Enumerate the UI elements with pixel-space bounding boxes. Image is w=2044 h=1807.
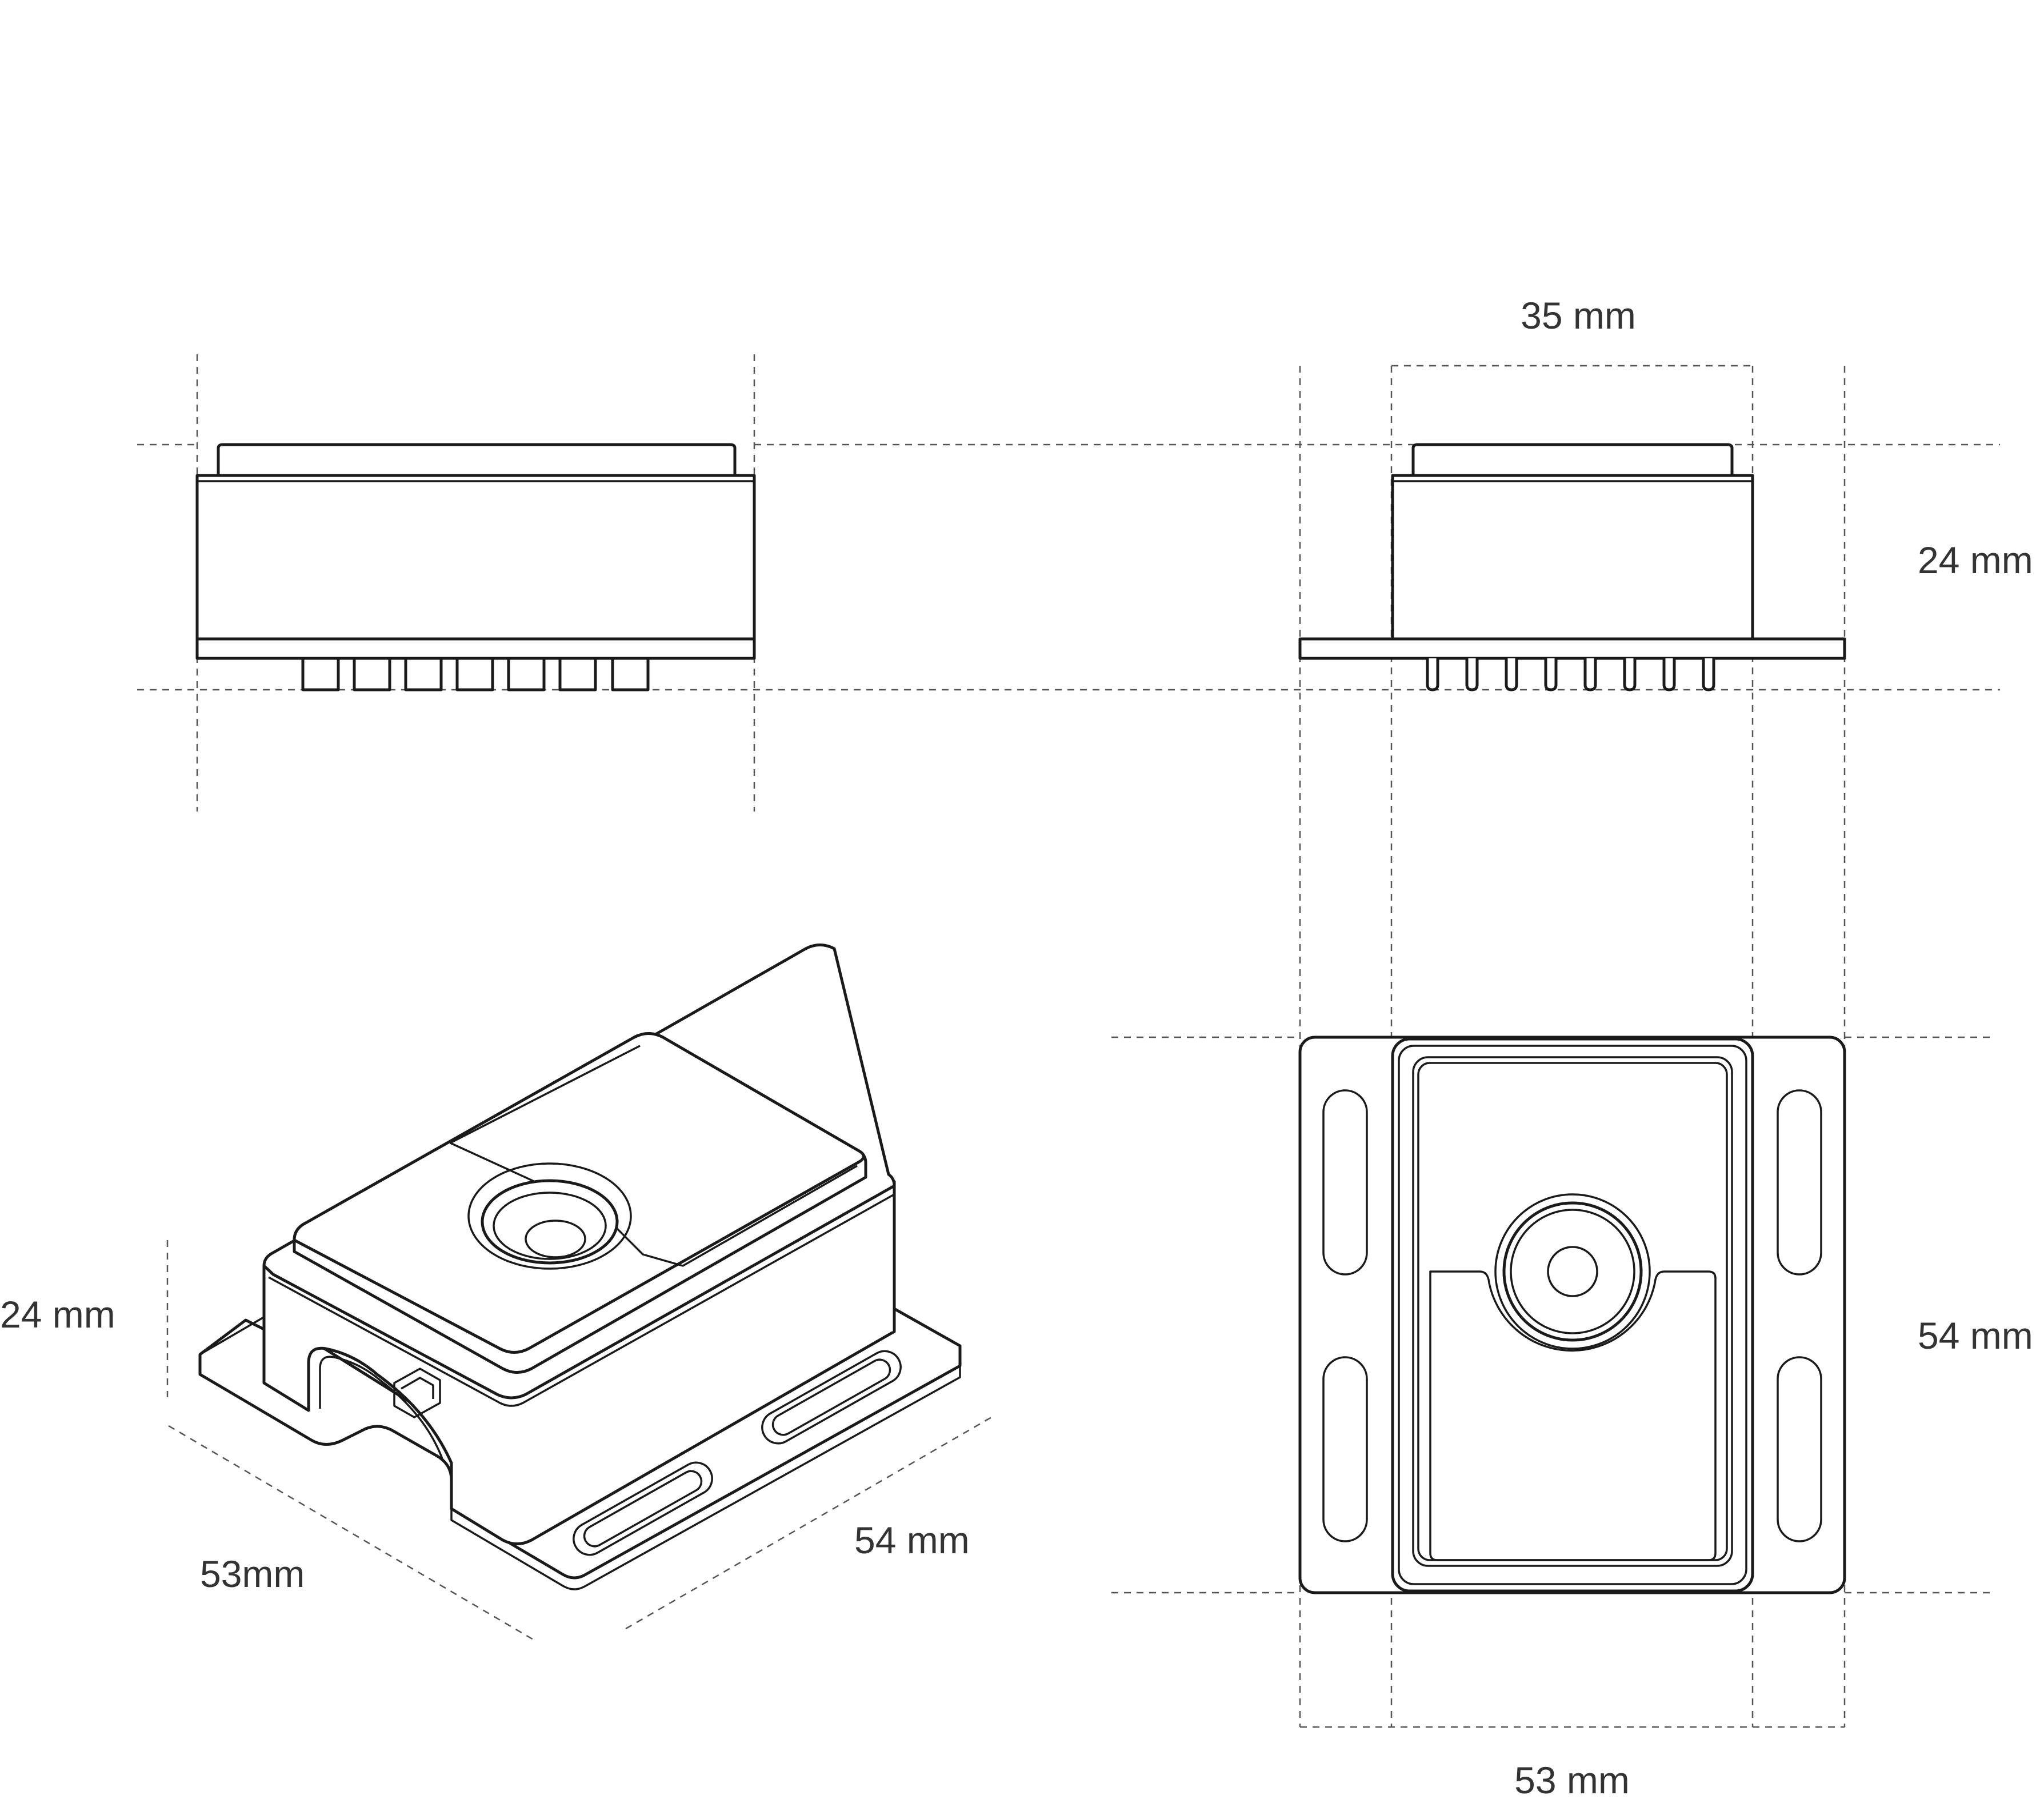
top-mount-slot xyxy=(1777,1089,1822,1276)
top-label-recess xyxy=(1429,1270,1717,1561)
isometric-view xyxy=(166,944,992,1641)
iso-usb-port xyxy=(401,1377,434,1399)
iso-mount-slot-inner xyxy=(583,1470,703,1548)
iso-sensor-outer xyxy=(467,1162,632,1270)
front-pin xyxy=(611,657,650,691)
iso-base-thickness xyxy=(450,1366,961,1590)
dim-iso-length: 54 mm xyxy=(854,1519,970,1561)
top-view xyxy=(1111,1036,1994,1728)
side-lid xyxy=(1411,443,1734,475)
iso-usb-connector xyxy=(393,1368,441,1418)
front-pin xyxy=(404,657,443,691)
top-lid xyxy=(1412,1056,1733,1567)
iso-mount-slot xyxy=(573,1461,713,1556)
dim-iso-height: 24 mm xyxy=(0,1293,115,1336)
front-pin xyxy=(507,657,546,691)
top-mount-slot xyxy=(1322,1356,1368,1542)
top-mount-slot xyxy=(1322,1089,1368,1276)
top-body-inner xyxy=(1398,1045,1747,1585)
front-pin xyxy=(353,657,391,691)
iso-mount-slot-inner xyxy=(771,1358,891,1436)
iso-guide-width xyxy=(168,1425,535,1641)
front-pin xyxy=(301,657,340,691)
iso-body-edge-line xyxy=(268,1193,895,1407)
side-base xyxy=(1298,637,1846,660)
side-pin xyxy=(1465,658,1479,691)
iso-mount-slot xyxy=(761,1350,902,1445)
top-sensor-ring-outer xyxy=(1494,1193,1651,1350)
front-view xyxy=(137,354,2000,811)
dim-side-width: 35 mm xyxy=(1521,294,1636,337)
iso-sensor-ring-inner xyxy=(493,1192,607,1260)
dim-top-width: 53 mm xyxy=(1514,1759,1630,1801)
dim-iso-width: 53mm xyxy=(200,1553,305,1595)
iso-cutout-arch xyxy=(319,1356,444,1461)
front-pin xyxy=(455,657,494,691)
top-sensor-ring-inner xyxy=(1510,1209,1635,1334)
side-pin xyxy=(1662,658,1676,691)
side-pin xyxy=(1623,658,1637,691)
top-sensor-ring xyxy=(1502,1201,1643,1342)
front-body xyxy=(195,474,756,642)
side-pin xyxy=(1583,658,1597,691)
front-lid xyxy=(217,443,737,475)
front-base xyxy=(195,637,756,660)
side-body xyxy=(1391,474,1754,642)
top-sensor-lens xyxy=(1547,1246,1598,1297)
side-pin xyxy=(1544,658,1558,691)
dim-side-height: 24 mm xyxy=(1918,539,2033,581)
front-pin xyxy=(558,657,597,691)
iso-guide-length xyxy=(625,1416,992,1630)
front-connector-pins xyxy=(301,657,650,691)
side-connector-pins xyxy=(1426,658,1715,691)
side-pin xyxy=(1702,658,1715,691)
top-mount-slot xyxy=(1777,1356,1822,1542)
dim-top-length: 54 mm xyxy=(1918,1314,2033,1357)
side-pin xyxy=(1505,658,1518,691)
iso-lid-recess-edge xyxy=(450,1045,641,1144)
side-pin xyxy=(1426,658,1439,691)
iso-sensor-lens xyxy=(525,1220,586,1258)
